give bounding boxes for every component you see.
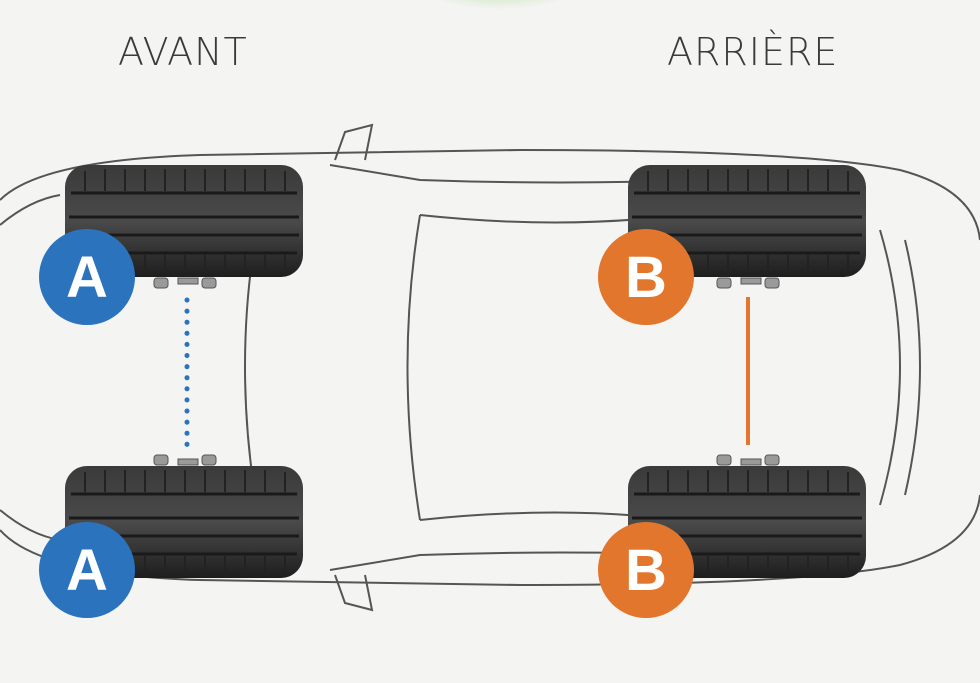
rear-axle-label: ARRIÈRE — [667, 30, 839, 74]
badge-rear-right-b: B — [598, 522, 694, 618]
wheel-nuts — [153, 277, 780, 466]
badge-rear-left-b: B — [598, 229, 694, 325]
front-axle-label: AVANT — [118, 30, 248, 74]
badge-front-left-a: A — [39, 229, 135, 325]
top-glow — [420, 0, 580, 10]
badge-front-right-a: A — [39, 522, 135, 618]
